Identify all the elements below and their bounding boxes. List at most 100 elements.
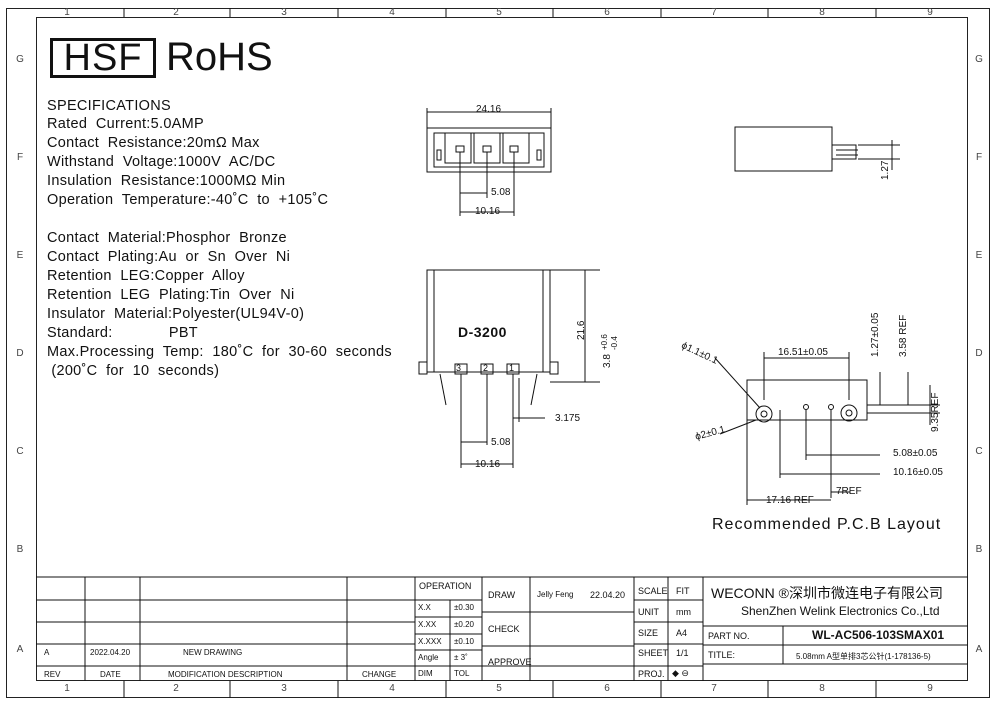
pcb-outline bbox=[746, 379, 868, 421]
dim-offset: 3.175 bbox=[555, 413, 581, 424]
spec-line: Retention LEG Plating:Tin Over Ni bbox=[47, 287, 295, 303]
tb-check: CHECK bbox=[488, 624, 520, 634]
tol-key: Angle bbox=[418, 653, 439, 662]
front-view-label: D-3200 bbox=[458, 324, 507, 340]
zone-row-label: A bbox=[975, 644, 983, 655]
tol-key: DIM bbox=[418, 669, 433, 678]
zone-row-label: F bbox=[16, 152, 24, 163]
pcb-dim-9-35: 9.35REF bbox=[930, 392, 941, 432]
dim-top-width: 24.16 bbox=[476, 104, 502, 115]
zone-row-label: C bbox=[16, 446, 24, 457]
tb-sheet-value: 1/1 bbox=[676, 648, 689, 658]
zone-row-label: D bbox=[16, 348, 24, 359]
pcb-layout-title: Recommended P.C.B Layout bbox=[712, 516, 942, 533]
zone-row-label: G bbox=[975, 54, 983, 65]
dim-front-pitch: 5.08 bbox=[491, 437, 511, 448]
top-view-body bbox=[426, 127, 552, 173]
pcb-dim-3-58: 3.58 REF bbox=[898, 314, 909, 357]
zone-row-label: D bbox=[975, 348, 983, 359]
front-view-body bbox=[426, 269, 551, 373]
spec-line: Withstand Voltage:1000V AC/DC bbox=[47, 154, 276, 170]
zone-column-label: 6 bbox=[604, 683, 610, 694]
tb-drawer: Jelly Feng bbox=[537, 590, 574, 599]
zone-row-label: A bbox=[16, 644, 24, 655]
inner-border bbox=[36, 17, 968, 681]
tol-value: ±0.10 bbox=[454, 637, 474, 646]
rohs-logo: RoHS bbox=[166, 35, 273, 79]
tb-unit-value: mm bbox=[676, 607, 691, 617]
pin-label-2: 2 bbox=[483, 363, 488, 373]
pcb-dim-7: 7REF bbox=[836, 486, 862, 497]
zone-column-label: 3 bbox=[281, 7, 287, 18]
spec-line: Insulation Resistance:1000MΩ Min bbox=[47, 173, 286, 189]
zone-row-label: G bbox=[16, 54, 24, 65]
zone-column-label: 1 bbox=[64, 7, 70, 18]
dim-top-span: 10.16 bbox=[475, 206, 501, 217]
zone-column-label: 9 bbox=[927, 683, 933, 694]
zone-column-label: 4 bbox=[389, 683, 395, 694]
dim-tol-minus: -0.4 bbox=[610, 336, 619, 350]
zone-row-label: B bbox=[975, 544, 983, 555]
dim-front-height: 21.6 bbox=[576, 320, 587, 340]
zone-row-label: E bbox=[16, 250, 24, 261]
outer-border bbox=[6, 8, 990, 698]
pin-label-3: 3 bbox=[456, 363, 461, 373]
tol-value: ± 3˚ bbox=[454, 653, 468, 662]
header-rev: REV bbox=[44, 670, 61, 679]
zone-column-label: 7 bbox=[711, 7, 717, 18]
header-date: DATE bbox=[100, 670, 121, 679]
pcb-dim-5-08: 5.08±0.05 bbox=[893, 448, 938, 459]
tb-scale-label: SCALE bbox=[638, 586, 668, 596]
tol-key: X.XXX bbox=[418, 637, 442, 646]
spec-line: Standard: PBT bbox=[47, 325, 198, 341]
tb-size-value: A4 bbox=[676, 628, 688, 638]
zone-row-label: E bbox=[975, 250, 983, 261]
zone-row-label: B bbox=[16, 544, 24, 555]
side-view-body bbox=[734, 126, 833, 172]
tb-title-label: TITLE: bbox=[708, 650, 736, 660]
pcb-dim-1-27: 1.27±0.05 bbox=[870, 312, 881, 357]
spec-line: Operation Temperature:-40˚C to +105˚C bbox=[47, 192, 329, 208]
pcb-dim-17-16: 17.16 REF bbox=[766, 495, 814, 506]
dim-front-span: 10.16 bbox=[475, 459, 501, 470]
pcb-hole-right bbox=[840, 404, 858, 422]
zone-column-label: 8 bbox=[819, 683, 825, 694]
tb-date: 22.04.20 bbox=[590, 590, 626, 600]
zone-column-label: 5 bbox=[496, 7, 502, 18]
zone-column-label: 4 bbox=[389, 7, 395, 18]
header-change: CHANGE bbox=[362, 670, 397, 679]
tol-value: ±0.30 bbox=[454, 603, 474, 612]
spec-line: Max.Processing Temp: 180˚C for 30-60 sec… bbox=[47, 344, 392, 360]
tb-proj-label: PROJ. bbox=[638, 669, 665, 679]
zone-column-label: 8 bbox=[819, 7, 825, 18]
spec-line: Insulator Material:Polyester(UL94V-0) bbox=[47, 306, 305, 322]
pcb-pad-center bbox=[803, 404, 809, 410]
zone-column-label: 9 bbox=[927, 7, 933, 18]
spec-line: Contact Material:Phosphor Bronze bbox=[47, 230, 287, 246]
tb-size-label: SIZE bbox=[638, 628, 659, 638]
tb-company: WECONN ®深圳市微连电子有限公司 bbox=[711, 585, 943, 601]
tb-draw: DRAW bbox=[488, 590, 516, 600]
pin-label-1: 1 bbox=[509, 363, 514, 373]
pcb-dim-10-16: 10.16±0.05 bbox=[893, 467, 943, 478]
dim-side-height: 1.27 bbox=[880, 160, 891, 180]
spec-line: Contact Resistance:20mΩ Max bbox=[47, 135, 260, 151]
top-view-inner bbox=[433, 132, 545, 168]
pcb-hole-left bbox=[755, 405, 773, 423]
tol-key: X.XX bbox=[418, 620, 437, 629]
zone-column-label: 5 bbox=[496, 683, 502, 694]
projection-symbol-icon: ◆ ⊖ bbox=[672, 668, 689, 678]
tb-part-no-label: PART NO. bbox=[708, 631, 750, 641]
dim-top-pitch: 5.08 bbox=[491, 187, 511, 198]
spec-line: (200˚C for 10 seconds) bbox=[47, 363, 220, 379]
tb-company-en: ShenZhen Welink Electronics Co.,Ltd bbox=[741, 604, 940, 618]
tb-title-value: 5.08mm A型单排3芯公针(1-178136-5) bbox=[796, 652, 931, 661]
tb-part-no: WL-AC506-103SMAX01 bbox=[812, 628, 945, 642]
rev-desc: NEW DRAWING bbox=[183, 648, 243, 657]
dim-tol-plus: +0.6 bbox=[600, 334, 609, 350]
hsf-logo: HSF bbox=[50, 38, 156, 78]
zone-column-label: 3 bbox=[281, 683, 287, 694]
tol-value: TOL bbox=[454, 669, 470, 678]
tb-scale-value: FIT bbox=[676, 586, 690, 596]
